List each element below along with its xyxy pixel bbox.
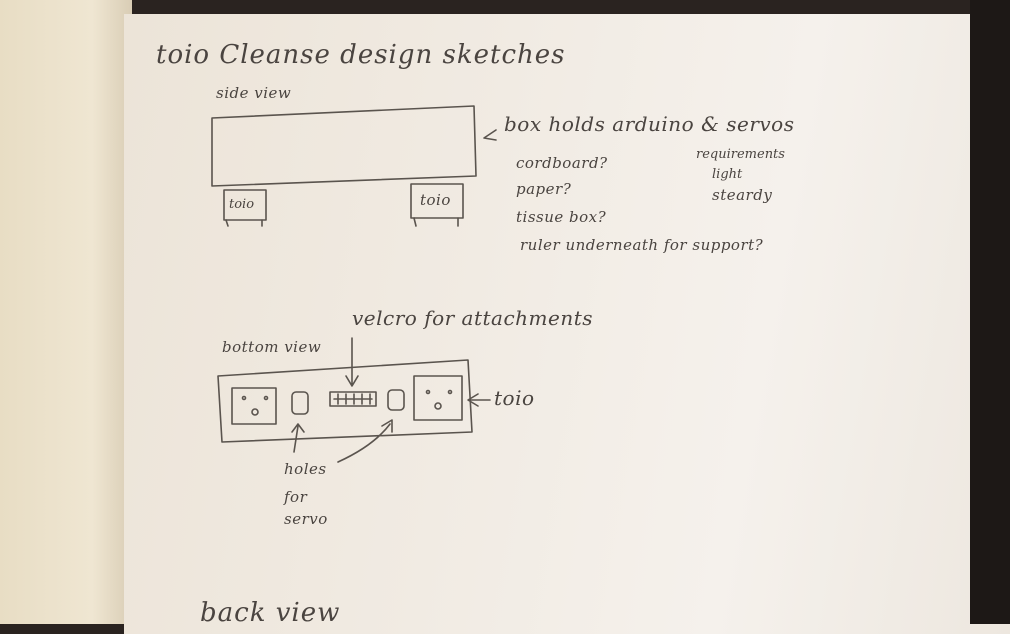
side-view-left-toio-label: toio	[229, 197, 255, 212]
holes-arrow-left	[291, 423, 305, 453]
bottom-view-hole-left	[291, 391, 309, 415]
box-holds-note: box holds arduino & servos	[504, 112, 795, 136]
side-view-box	[211, 105, 477, 187]
holes-note-line-3: servo	[284, 510, 328, 528]
velcro-note: velcro for attachments	[352, 306, 594, 330]
page-title: toio Cleanse design sketches	[156, 40, 566, 70]
bottom-view-label: bottom view	[222, 338, 322, 356]
requirement-2: steardy	[712, 186, 773, 204]
right-page	[124, 14, 1010, 634]
side-view-right-toio	[410, 183, 464, 219]
bottom-view-left-toio	[231, 387, 277, 425]
background-table	[970, 0, 1010, 624]
velcro-arrow	[345, 337, 359, 387]
toio-arrow	[467, 393, 491, 407]
material-option-2: paper?	[516, 180, 572, 198]
requirement-1: light	[712, 167, 743, 182]
side-view-left-toio	[223, 189, 267, 221]
holes-note-line-1: holes	[284, 460, 327, 478]
holes-arrow-right	[337, 419, 393, 463]
bottom-view-toio-note: toio	[494, 386, 535, 410]
side-view-label: side view	[216, 84, 292, 102]
bottom-view-hole-right	[387, 389, 405, 411]
bottom-view-box	[217, 359, 473, 443]
left-page	[0, 0, 132, 624]
support-note: ruler underneath for support?	[520, 236, 764, 254]
material-option-1: cordboard?	[516, 154, 608, 172]
bottom-view-right-toio	[413, 375, 463, 421]
back-view-label: back view	[200, 598, 341, 628]
material-option-3: tissue box?	[516, 208, 607, 226]
side-view-right-toio-label: toio	[420, 191, 451, 209]
holes-note-line-2: for	[284, 488, 308, 506]
bottom-view-velcro	[329, 391, 377, 407]
box-arrow	[483, 129, 497, 141]
requirements-heading: requirements	[696, 147, 785, 162]
